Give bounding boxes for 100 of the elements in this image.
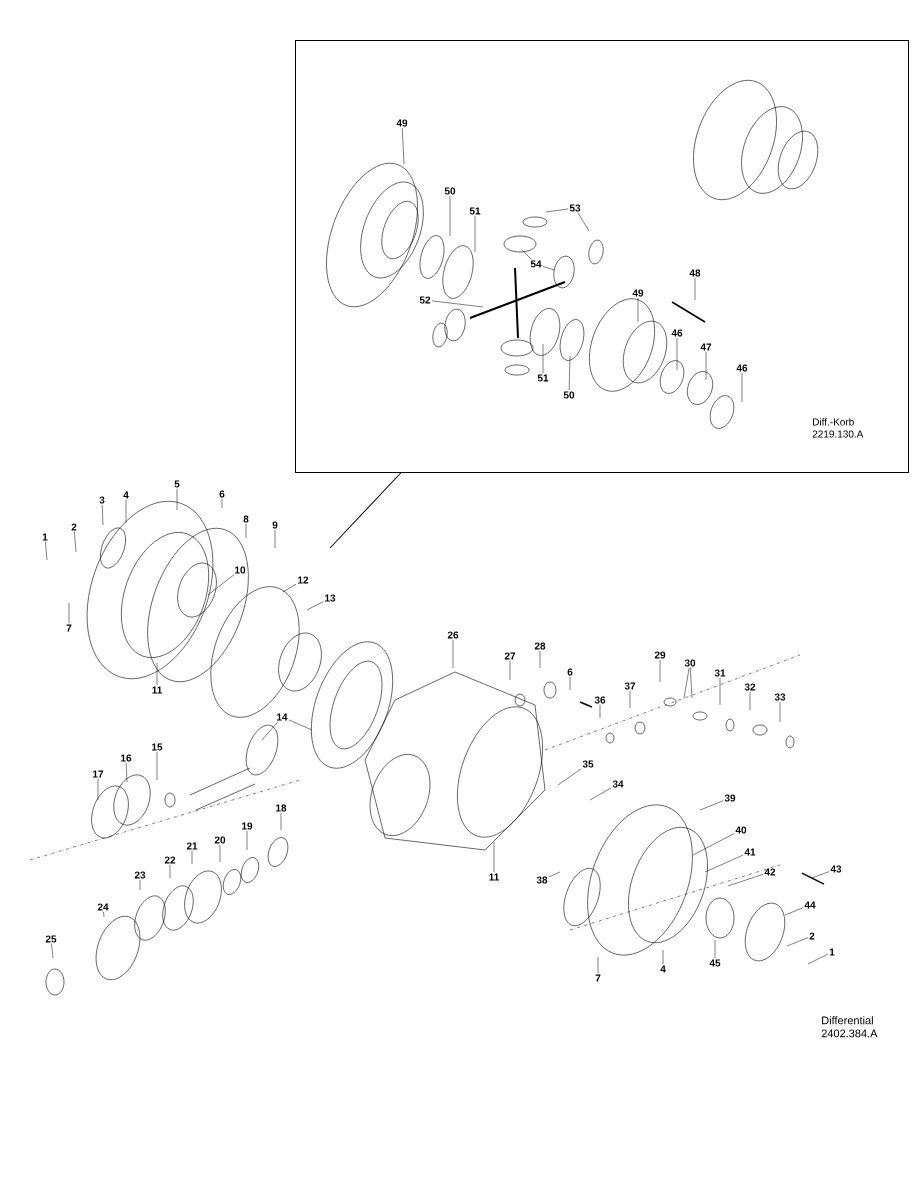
callout-number: 11 [489, 873, 499, 881]
leader-line [597, 956, 599, 974]
leader-line [599, 704, 601, 719]
leader-line [306, 601, 324, 611]
leader-line [784, 907, 804, 916]
leader-line [261, 721, 279, 741]
inset-caption: Diff.-Korb 2219.130.A [812, 418, 864, 438]
leader-line [690, 667, 693, 699]
callout-number: 18 [276, 804, 287, 812]
leader-line [704, 854, 744, 873]
leader-line [156, 662, 158, 686]
callout-number: 49 [632, 289, 644, 297]
leader-line [727, 874, 764, 887]
leader-line [97, 778, 99, 801]
callout-number: 36 [594, 696, 606, 704]
callout-number: 51 [537, 374, 549, 382]
leader-line [741, 372, 743, 403]
leader-line [714, 939, 716, 959]
leader-line [493, 841, 495, 873]
callout-number: 14 [277, 713, 288, 721]
callout-number: 54 [530, 260, 542, 268]
callout-number: 20 [214, 836, 226, 844]
callout-number: 22 [164, 856, 176, 864]
callout-number: 19 [242, 822, 253, 830]
callout-number: 26 [447, 631, 459, 639]
callout-number: 42 [764, 868, 776, 876]
callout-number: 21 [186, 842, 198, 850]
leader-line [699, 800, 724, 811]
callout-number: 10 [235, 566, 246, 574]
leader-line [577, 212, 590, 232]
leader-line [568, 355, 571, 391]
callout-number: 7 [595, 974, 601, 982]
leader-line [719, 677, 721, 706]
callout-number: 12 [298, 576, 309, 584]
leader-line [545, 208, 569, 213]
callout-number: 43 [830, 865, 842, 873]
callout-number: 50 [444, 187, 456, 195]
leader-line [807, 953, 829, 965]
leader-line [207, 574, 235, 596]
connector-line [329, 472, 402, 549]
callout-number: 31 [714, 669, 726, 677]
leader-line [786, 937, 809, 947]
callout-number: 16 [121, 754, 132, 762]
leader-line [274, 529, 276, 549]
leader-line [51, 943, 54, 959]
callout-number: 53 [569, 204, 581, 212]
leader-line [45, 541, 48, 561]
callout-number: 9 [272, 521, 278, 529]
callout-number: 48 [689, 269, 701, 277]
callout-number: 47 [700, 343, 712, 351]
leader-line [749, 691, 751, 711]
leader-line [452, 639, 454, 669]
leader-line [557, 768, 582, 786]
callout-number: 24 [97, 903, 109, 911]
callout-number: 52 [419, 296, 431, 304]
callout-number: 13 [325, 594, 336, 602]
leader-line [219, 844, 221, 863]
callout-number: 46 [671, 329, 683, 337]
callout-number: 33 [774, 693, 786, 701]
leader-line [191, 850, 193, 865]
leader-line [694, 277, 696, 301]
leader-line [692, 833, 735, 856]
callout-number: 28 [534, 642, 546, 650]
leader-line [221, 498, 223, 509]
callout-number: 39 [724, 794, 736, 802]
callout-number: 15 [152, 743, 163, 751]
leader-line [68, 602, 70, 624]
callout-number: 8 [243, 515, 249, 523]
leader-line [542, 343, 544, 374]
leader-line [169, 864, 171, 879]
callout-number: 30 [684, 659, 696, 667]
callout-number: 2 [71, 523, 77, 531]
leader-line [659, 659, 661, 683]
callout-number: 38 [536, 876, 548, 884]
leader-line [402, 127, 405, 165]
leader-line [683, 667, 690, 699]
callout-number: 5 [174, 480, 180, 488]
callout-number: 46 [736, 364, 748, 372]
leader-line [125, 762, 128, 783]
leader-line [280, 812, 282, 831]
leader-line [705, 351, 707, 381]
leader-line [176, 488, 178, 511]
callout-number: 2 [809, 932, 815, 940]
leader-line [539, 650, 541, 669]
leader-line [288, 719, 313, 731]
leader-line [569, 676, 571, 691]
leader-line [282, 583, 297, 593]
callout-number: 6 [567, 668, 573, 676]
leader-line [542, 266, 555, 271]
leader-line [509, 660, 511, 681]
leader-line [589, 787, 612, 801]
callout-number: 27 [504, 652, 516, 660]
callout-number: 49 [396, 119, 408, 127]
leader-line [779, 701, 781, 723]
leader-line [431, 300, 484, 308]
leader-line [662, 949, 664, 965]
callout-number: 7 [66, 624, 72, 632]
leader-line [246, 830, 248, 851]
leader-line [474, 215, 476, 253]
callout-number: 1 [42, 533, 48, 541]
